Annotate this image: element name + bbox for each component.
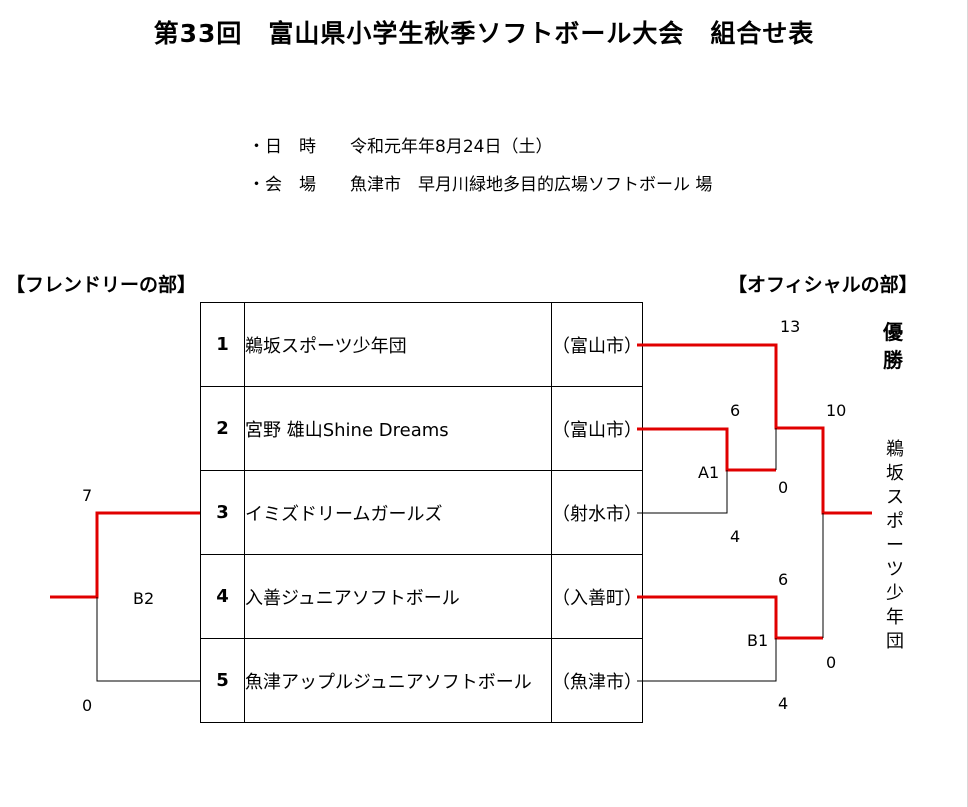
semi-score-bottom: 0	[778, 478, 789, 497]
b1-score-top: 6	[778, 570, 789, 589]
team2-winner-line	[637, 427, 776, 472]
date-line: ・日 時 令和元年年8月24日（土）	[248, 137, 553, 157]
friendly-game-label: B2	[133, 589, 155, 608]
final-score-bottom: 0	[826, 653, 837, 672]
team-number: 1	[200, 302, 245, 387]
team-city: （入善町）	[551, 554, 643, 639]
b1-score-bottom: 4	[778, 694, 789, 713]
friendly-score-bottom: 0	[82, 696, 93, 715]
a1-score-top: 6	[730, 401, 741, 420]
team4-winner-line	[637, 595, 823, 640]
team-row: 2 宮野 雄山Shine Dreams （富山市）	[200, 386, 643, 471]
team-number: 4	[200, 554, 245, 639]
team-name: 鵜坂スポーツ少年団	[244, 302, 552, 387]
team-name: 魚津アップルジュニアソフトボール	[244, 638, 552, 723]
team5-loser-line	[637, 638, 777, 682]
champion-team: 鵜坂スポーツ少年団	[886, 439, 904, 652]
team1-winner-line	[637, 343, 872, 515]
team3-loser-line	[637, 470, 728, 514]
friendly-score-top: 7	[82, 486, 93, 505]
champion-label: 優勝	[883, 320, 903, 372]
a1-score-bottom: 4	[730, 527, 741, 546]
team-city: （魚津市）	[551, 638, 643, 723]
team-name: 宮野 雄山Shine Dreams	[244, 386, 552, 471]
team-number: 3	[200, 470, 245, 555]
official-section-title: 【オフィシャルの部】	[728, 274, 918, 296]
team-name: イミズドリームガールズ	[244, 470, 552, 555]
team-name: 入善ジュニアソフトボール	[244, 554, 552, 639]
venue-line: ・会 場 魚津市 早月川緑地多目的広場ソフトボール 場	[248, 175, 713, 195]
semi-score-top: 13	[780, 317, 801, 336]
team-number: 5	[200, 638, 245, 723]
team-row: 5 魚津アップルジュニアソフトボール （魚津市）	[200, 638, 643, 723]
team-row: 4 入善ジュニアソフトボール （入善町）	[200, 554, 643, 639]
page-title: 第33回 富山県小学生秋季ソフトボール大会 組合せ表	[153, 19, 815, 48]
game-b1-label: B1	[747, 631, 769, 650]
game-a1-label: A1	[698, 463, 720, 482]
teams-table: 1 鵜坂スポーツ少年団 （富山市） 2 宮野 雄山Shine Dreams （富…	[200, 302, 643, 723]
team-city: （富山市）	[551, 386, 643, 471]
friendly-loser-line	[96, 597, 200, 682]
friendly-section-title: 【フレンドリーの部】	[6, 274, 197, 296]
final-score-top: 10	[826, 401, 847, 420]
friendly-winner-line	[50, 511, 200, 599]
